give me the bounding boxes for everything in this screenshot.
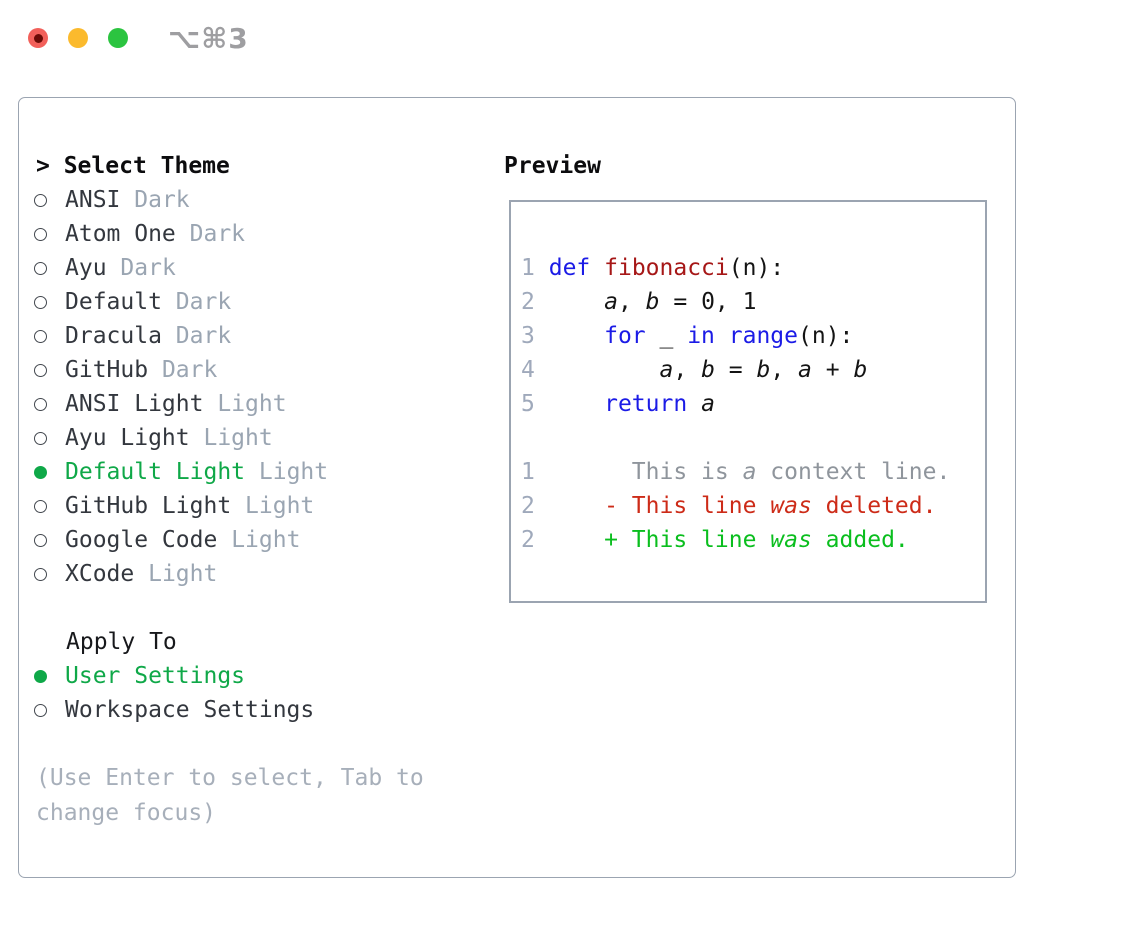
code-line: 5 return a	[521, 391, 715, 417]
theme-option-xcode[interactable]: XCode Light	[19, 557, 489, 591]
minimize-button[interactable]	[68, 28, 88, 48]
apply-option-label: User Settings	[65, 663, 246, 689]
theme-option-dracula-dark[interactable]: Dracula Dark	[19, 319, 489, 353]
radio-unselected-icon	[34, 431, 47, 445]
prompt-caret: >	[36, 153, 64, 179]
code-line: 4 a, b = b, a + b	[521, 357, 868, 383]
line-number: 1	[521, 459, 535, 485]
theme-name: GitHub	[65, 357, 149, 383]
theme-name: ANSI Light	[65, 391, 204, 417]
theme-variant-tag: Dark	[134, 187, 190, 213]
preview-code-box: 1 def fibonacci(n): 2 a, b = 0, 1 3 for …	[509, 200, 987, 603]
code-blank-line	[521, 421, 985, 455]
code-line: 2 a, b = 0, 1	[521, 289, 757, 315]
close-button[interactable]	[28, 28, 48, 48]
theme-name: Ayu Light	[65, 425, 190, 451]
theme-variant-tag: Light	[217, 391, 287, 417]
theme-variant-tag: Dark	[120, 255, 176, 281]
theme-option-atom-one-dark[interactable]: Atom One Dark	[19, 217, 489, 251]
theme-option-ansi-dark[interactable]: ANSI Dark	[19, 183, 489, 217]
line-number: 2	[521, 289, 535, 315]
theme-variant-tag: Dark	[189, 221, 246, 247]
radio-unselected-icon	[34, 295, 47, 309]
window-titlebar: ⌥⌘3	[28, 22, 249, 55]
theme-name: Atom One	[65, 221, 176, 247]
theme-name: Ayu	[65, 255, 107, 281]
radio-unselected-icon	[34, 227, 47, 241]
code-line: 1 def fibonacci(n):	[521, 255, 785, 281]
radio-unselected-icon	[34, 499, 47, 513]
select-theme-header-label: Select Theme	[63, 153, 230, 179]
section-gap	[19, 727, 489, 761]
theme-variant-tag: Dark	[175, 289, 232, 315]
radio-unselected-icon	[34, 193, 47, 207]
line-number: 3	[521, 323, 535, 349]
apply-to-header: Apply To	[66, 629, 177, 655]
theme-variant-tag: Light	[258, 459, 329, 485]
radio-unselected-icon	[34, 703, 47, 717]
zoom-button[interactable]	[108, 28, 128, 48]
theme-option-default-dark[interactable]: Default Dark	[19, 285, 489, 319]
radio-unselected-icon	[34, 261, 47, 275]
keyboard-hint: (Use Enter to select, Tab to change focu…	[36, 765, 438, 826]
theme-name: GitHub Light	[65, 493, 232, 519]
apply-option-workspace-settings[interactable]: Workspace Settings	[19, 693, 489, 727]
theme-variant-tag: Light	[148, 561, 218, 587]
theme-option-default-light[interactable]: Default Light Light	[19, 455, 489, 489]
theme-option-github-light[interactable]: GitHub Light Light	[19, 489, 489, 523]
theme-name: Google Code	[65, 527, 218, 553]
radio-unselected-icon	[34, 533, 47, 547]
line-number: 1	[521, 255, 535, 281]
radio-selected-icon	[34, 465, 47, 479]
window-title: ⌥⌘3	[168, 21, 249, 55]
theme-variant-tag: Light	[245, 493, 315, 519]
theme-option-ayu-dark[interactable]: Ayu Dark	[19, 251, 489, 285]
line-number: 4	[521, 357, 535, 383]
section-gap	[19, 591, 489, 625]
theme-option-github-dark[interactable]: GitHub Dark	[19, 353, 489, 387]
theme-name: ANSI	[65, 187, 121, 213]
select-theme-header: > Select Theme	[19, 149, 489, 183]
radio-unselected-icon	[34, 363, 47, 377]
diff-context-line: 1 This is a context line.	[521, 459, 951, 485]
code-line: 3 for _ in range(n):	[521, 323, 854, 349]
theme-option-ayu-light[interactable]: Ayu Light Light	[19, 421, 489, 455]
theme-variant-tag: Light	[203, 425, 273, 451]
diff-added-line: 2 + This line was added.	[521, 527, 909, 553]
preview-title: Preview	[504, 153, 601, 179]
theme-variant-tag: Dark	[175, 323, 232, 349]
theme-variant-tag: Dark	[161, 357, 218, 383]
radio-selected-icon	[34, 669, 47, 683]
apply-option-label: Workspace Settings	[65, 697, 315, 723]
radio-unselected-icon	[34, 567, 47, 581]
theme-option-ansi-light[interactable]: ANSI Light Light	[19, 387, 489, 421]
line-number: 5	[521, 391, 535, 417]
theme-name: XCode	[65, 561, 135, 587]
theme-variant-tag: Light	[231, 527, 301, 553]
theme-option-google-code[interactable]: Google Code Light	[19, 523, 489, 557]
line-number: 2	[521, 527, 535, 553]
theme-list-column: > Select Theme ANSI Dark Atom One Dark A…	[19, 98, 489, 831]
radio-unselected-icon	[34, 329, 47, 343]
preview-column: Preview 1 def fibonacci(n): 2 a, b = 0, …	[504, 98, 987, 603]
theme-name: Default Light	[65, 459, 246, 485]
radio-unselected-icon	[34, 397, 47, 411]
theme-name: Default	[65, 289, 162, 315]
diff-deleted-line: 2 - This line was deleted.	[521, 493, 937, 519]
theme-name: Dracula	[65, 323, 162, 349]
theme-picker-panel: > Select Theme ANSI Dark Atom One Dark A…	[18, 97, 1016, 878]
apply-option-user-settings[interactable]: User Settings	[19, 659, 489, 693]
line-number: 2	[521, 493, 535, 519]
